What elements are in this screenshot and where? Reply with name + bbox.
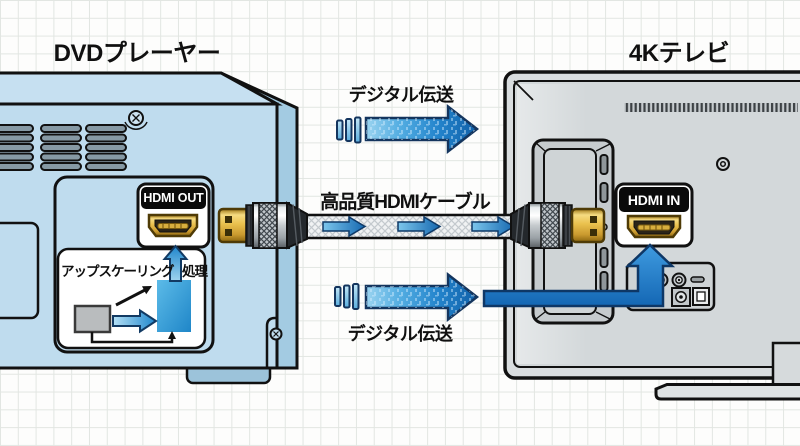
feedback-path	[90, 331, 176, 344]
hdmi-cable	[217, 201, 606, 250]
grow-arrow	[115, 286, 152, 307]
tv-title: 4Kテレビ	[628, 40, 730, 67]
processing-label: 処理	[182, 264, 208, 279]
rca-port-icon	[671, 272, 687, 288]
optical-port-icon	[692, 287, 710, 306]
dvd-player	[0, 71, 299, 385]
output-arrow	[162, 244, 189, 282]
hdmi-in-port-icon	[626, 214, 682, 239]
rca-port-icon	[671, 287, 691, 307]
upscaled-frame	[157, 280, 191, 332]
sd-frame	[73, 304, 112, 334]
cable-label: 高品質HDMIケーブル	[320, 192, 490, 213]
digital-transfer-label-bottom: デジタル伝送	[347, 324, 453, 344]
scale-arrow	[112, 308, 158, 334]
hdmi-connector-right	[510, 201, 606, 250]
screw-icon	[124, 110, 148, 130]
hdmi-in-label: HDMI IN	[619, 187, 689, 212]
digital-transfer-label-top: デジタル伝送	[348, 85, 454, 105]
screw-icon	[716, 157, 730, 171]
hdmi-out-label: HDMI OUT	[141, 187, 206, 209]
upscaling-box	[56, 244, 207, 350]
vent-grille	[0, 124, 127, 171]
tv-vent-strip	[624, 103, 798, 112]
dvd-player-title: DVDプレーヤー	[53, 40, 221, 67]
upscaling-label: アップスケーリング	[61, 264, 174, 279]
corner-panel	[265, 316, 283, 367]
digital-arrow-bottom	[334, 271, 480, 323]
tv-stand	[654, 341, 800, 401]
dvd-player-top-face	[0, 71, 283, 106]
side-port-slots	[599, 154, 609, 292]
signal-path-arrow	[482, 243, 676, 308]
hdmi-out-port-icon	[147, 213, 199, 238]
hdmi-connector-left	[217, 201, 308, 250]
left-panel-cutout	[0, 221, 40, 320]
slot-icon	[690, 276, 705, 283]
cable-signal-arrows	[322, 215, 516, 238]
digital-arrow-top	[336, 103, 480, 155]
